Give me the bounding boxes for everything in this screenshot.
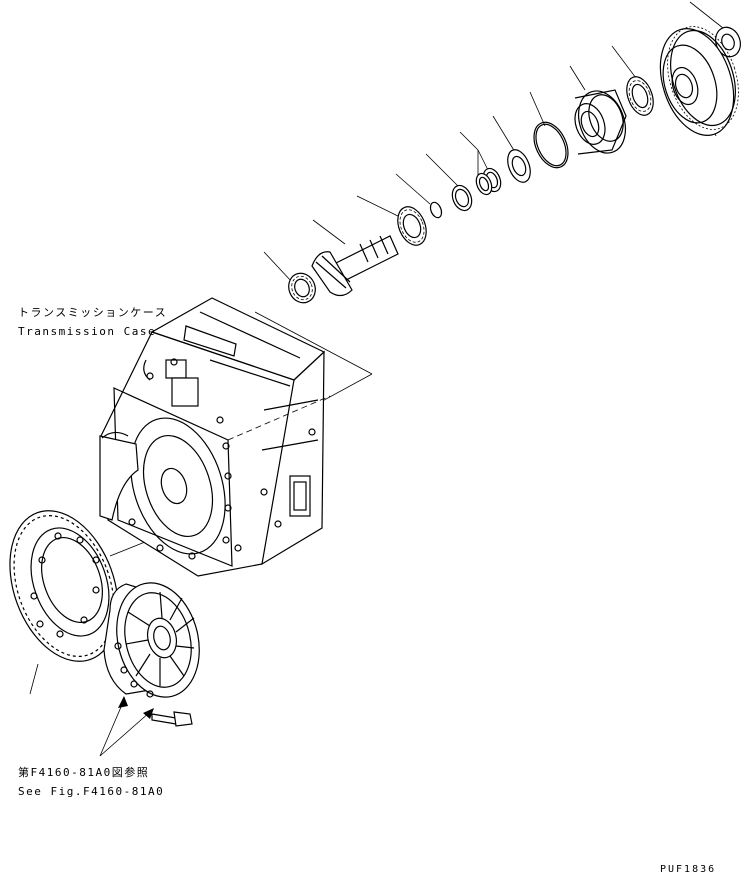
bevel-pinion-shaft	[311, 235, 399, 297]
bearing-small-upper	[626, 76, 654, 116]
small-shim	[429, 201, 443, 219]
o-ring	[533, 121, 569, 169]
transmission-case-label-jp: トランスミッションケース	[18, 306, 168, 319]
figure-reference-label-jp: 第F4160-81A0図参照	[18, 766, 150, 779]
large-gear	[659, 26, 739, 136]
arrow-head-2	[143, 708, 154, 719]
ring-gear	[9, 510, 119, 662]
arrow-head-1	[118, 696, 128, 708]
taper-bearing	[397, 206, 427, 246]
bearing-cage	[574, 89, 627, 155]
pinion-bearing	[288, 272, 316, 304]
bolt	[151, 711, 193, 727]
transmission-case-label-en: Transmission Case	[18, 325, 157, 338]
bearing-race	[507, 149, 531, 183]
figure-reference-label-en: See Fig.F4160-81A0	[18, 785, 165, 798]
snap-rings	[475, 167, 502, 196]
differential-case	[103, 582, 200, 698]
drawing-code: PUF1836	[660, 864, 717, 875]
transmission-case-body	[99, 297, 331, 577]
spacer-collar	[451, 184, 473, 212]
